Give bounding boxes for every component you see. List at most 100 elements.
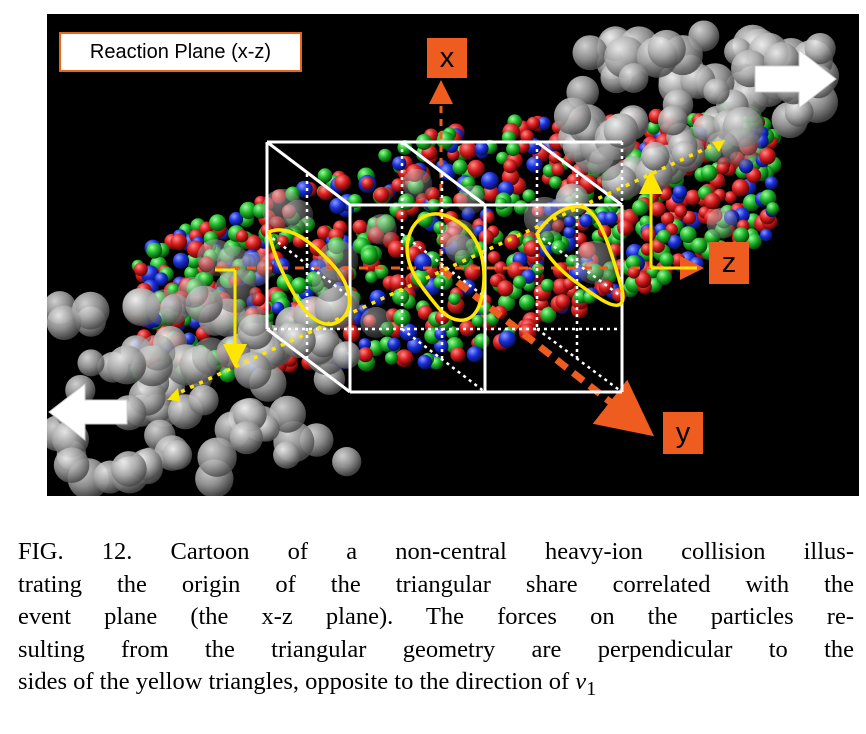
quark-red — [617, 219, 634, 236]
yellow-triangles — [267, 204, 625, 326]
quark-red — [503, 159, 518, 174]
quark-blue — [229, 211, 244, 227]
quark-blue — [759, 228, 773, 242]
reaction-plane-label: Reaction Plane (x-z) — [59, 32, 302, 72]
quark-red — [450, 347, 466, 363]
spectator-nucleon — [360, 306, 392, 339]
quark-red — [507, 261, 525, 279]
quark-green — [766, 202, 780, 215]
quark-blue — [764, 176, 779, 190]
triangle-right — [535, 204, 625, 307]
quark-red — [716, 161, 730, 175]
quark-green — [360, 247, 379, 265]
spectator-nucleon — [553, 97, 592, 135]
quark-red — [685, 189, 701, 206]
quark-blue — [563, 215, 576, 228]
triangle-middle — [405, 212, 486, 322]
quark-blue — [474, 141, 489, 156]
spectator-nucleon — [658, 105, 688, 136]
quark-green — [700, 164, 718, 182]
quark-red — [134, 262, 148, 277]
triangle-left — [267, 228, 352, 326]
quark-red — [731, 179, 750, 197]
quark-red — [497, 280, 514, 297]
spectator-nucleon — [238, 305, 269, 337]
quark-red — [759, 147, 776, 165]
spectator-nucleon — [523, 196, 566, 239]
quark-red — [389, 274, 407, 292]
spectator-nucleon — [647, 29, 686, 69]
quark-green — [540, 307, 557, 323]
caption-line: trating the origin of the triangular sha… — [18, 570, 854, 598]
quark-green — [471, 314, 484, 328]
caption-last-line: sides of the yellow triangles, opposite … — [18, 666, 854, 705]
quark-red — [493, 261, 507, 275]
quark-red — [387, 240, 406, 258]
y-axis-label: y — [663, 412, 703, 454]
quark-blue — [329, 197, 346, 215]
quark-red — [391, 178, 406, 192]
quark-blue — [498, 330, 516, 349]
spectator-nucleon — [71, 291, 110, 330]
quark-red — [551, 163, 565, 177]
spectator-nucleon — [588, 146, 624, 181]
quark-green — [646, 121, 661, 135]
spectator-nucleon — [145, 289, 183, 326]
quark-green — [436, 131, 455, 150]
quark-green — [513, 275, 527, 289]
quark-red — [361, 177, 374, 190]
spectator-nucleon — [107, 345, 147, 385]
spectator-nucleon — [177, 277, 209, 308]
quark-red — [526, 116, 541, 131]
particle-cloud — [47, 20, 840, 496]
spectator-nucleon — [234, 352, 272, 390]
quark-blue — [579, 214, 593, 228]
math-subscript-1: 1 — [586, 677, 597, 700]
spectator-nucleon — [705, 131, 739, 165]
spectator-nucleon — [573, 240, 618, 285]
quark-green — [239, 201, 257, 220]
spectator-nucleon — [273, 441, 301, 469]
quark-green — [146, 242, 163, 259]
quark-blue — [434, 338, 449, 354]
quark-red — [245, 234, 262, 252]
spectator-nucleon — [784, 97, 814, 127]
quark-red — [316, 225, 332, 240]
quark-red — [641, 227, 656, 242]
quark-blue — [417, 354, 433, 370]
quark-red — [504, 234, 520, 250]
quark-red — [634, 271, 652, 289]
quark-green — [540, 278, 555, 293]
quark-red — [520, 129, 534, 144]
spectator-nucleon — [191, 337, 230, 376]
spectator-nucleon — [53, 447, 90, 484]
quark-red — [724, 191, 737, 204]
quark-blue — [604, 211, 618, 225]
quark-red — [650, 201, 666, 217]
spectator-nucleon — [366, 214, 397, 245]
quark-blue — [172, 252, 190, 269]
quark-green — [452, 159, 468, 175]
spectator-nucleon — [197, 437, 237, 477]
quark-green — [759, 189, 777, 207]
quark-red — [373, 187, 390, 204]
spectator-nucleon — [262, 188, 304, 230]
quark-green — [392, 288, 410, 306]
quark-red — [467, 159, 485, 178]
quark-green — [209, 214, 226, 232]
quark-blue — [480, 171, 499, 190]
spectator-nucleon — [703, 78, 730, 105]
quark-green — [691, 237, 708, 254]
caption-line: event plane (the x-z plane). The forces … — [18, 603, 854, 630]
spectator-nucleon — [162, 440, 193, 470]
spectator-nucleon — [603, 113, 639, 148]
quark-green — [378, 148, 392, 163]
spectator-nucleon — [572, 35, 608, 71]
caption-line: sulting from the triangular geometry are… — [18, 635, 854, 663]
quark-red — [579, 174, 598, 193]
quark-red — [235, 229, 249, 243]
quark-green — [433, 276, 446, 289]
quark-green — [448, 292, 461, 305]
spectator-nucleon — [706, 207, 738, 239]
spectator-nucleon — [671, 140, 698, 167]
